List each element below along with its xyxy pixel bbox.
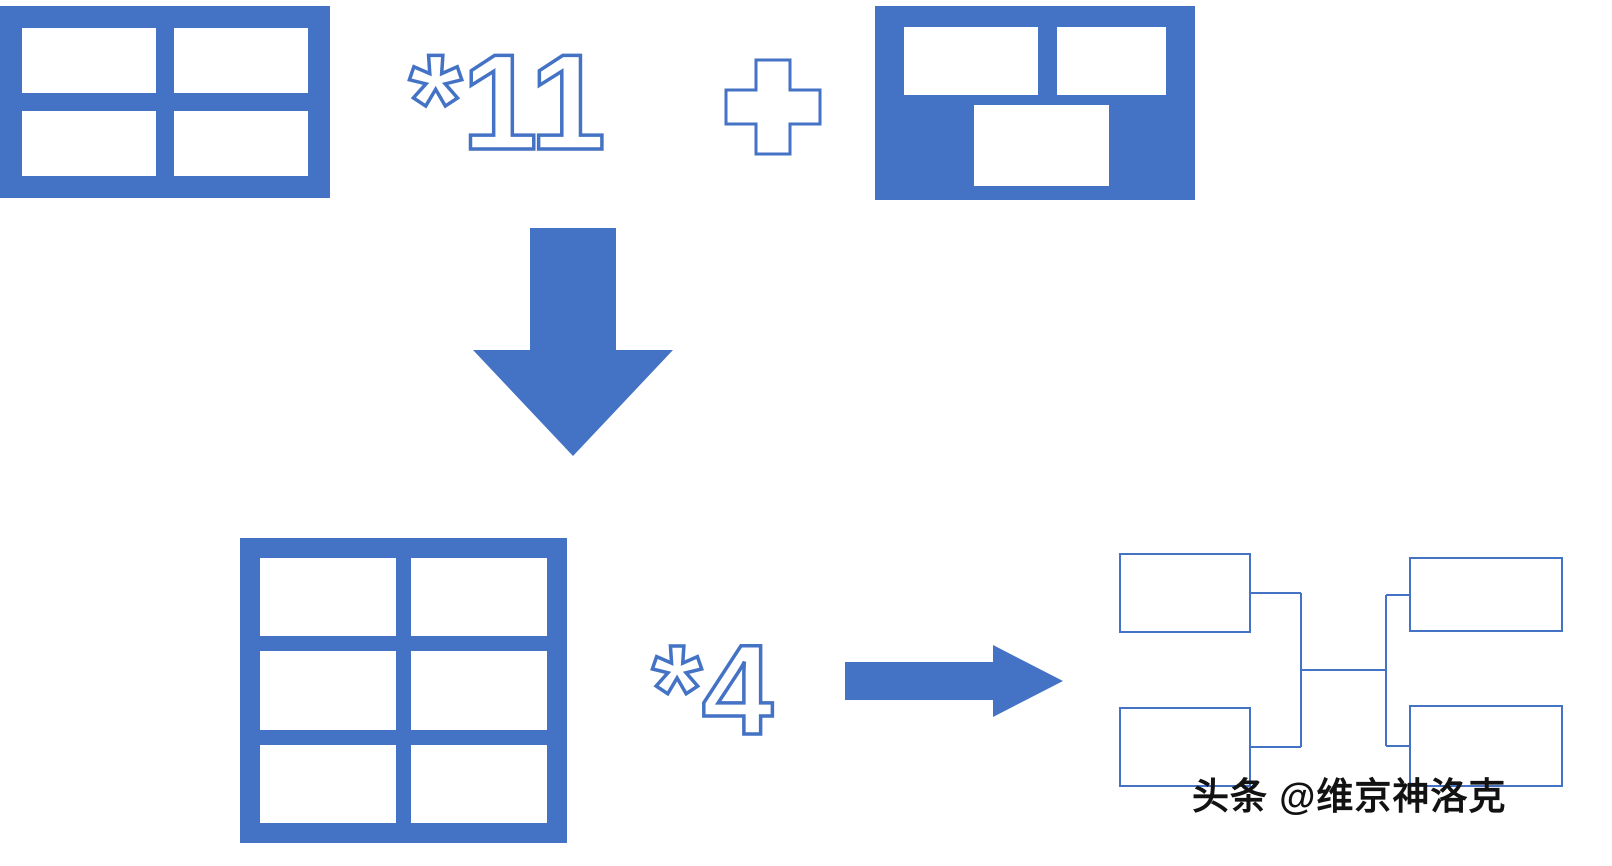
bracket-connectors (1250, 592, 1410, 748)
right-arrow-icon (845, 645, 1063, 717)
multiplier-11-label: *11 (409, 26, 606, 177)
plus-icon (724, 58, 822, 156)
grid-cell (1057, 27, 1167, 96)
grid-cell (22, 28, 156, 93)
grid-cell (174, 28, 308, 93)
grid-cell (411, 651, 547, 730)
grid-cell (174, 111, 308, 176)
grid-cell (974, 104, 1109, 187)
down-arrow-icon (473, 228, 673, 456)
grid-cell (903, 27, 1039, 96)
bracket-box (1409, 705, 1563, 787)
grid-cell (22, 111, 156, 176)
grid-cell (411, 744, 547, 823)
bracket-diagram (1119, 553, 1563, 787)
watermark-text: 头条 @维京神洛克 (1192, 776, 1507, 817)
bracket-box (1409, 557, 1563, 632)
grid-cell (260, 744, 396, 823)
bracket-box (1119, 707, 1251, 787)
bottom-3x2-grid (240, 538, 567, 843)
bracket-box (1119, 553, 1251, 633)
multiplier-4-label: *4 (652, 619, 773, 761)
down-arrow-shape (473, 228, 673, 456)
grid-cell (260, 651, 396, 730)
right-arrow-shape (845, 645, 1063, 717)
bracket-boxes (1119, 553, 1563, 787)
grid-cell (411, 558, 547, 637)
multiplier-11-text: *11 (407, 24, 607, 177)
top-left-2x2-grid (0, 6, 330, 198)
plus-shape (724, 58, 822, 156)
multiplier-4-text: *4 (650, 617, 775, 761)
grid-cell (260, 558, 396, 637)
top-right-3cell-block (875, 6, 1195, 200)
